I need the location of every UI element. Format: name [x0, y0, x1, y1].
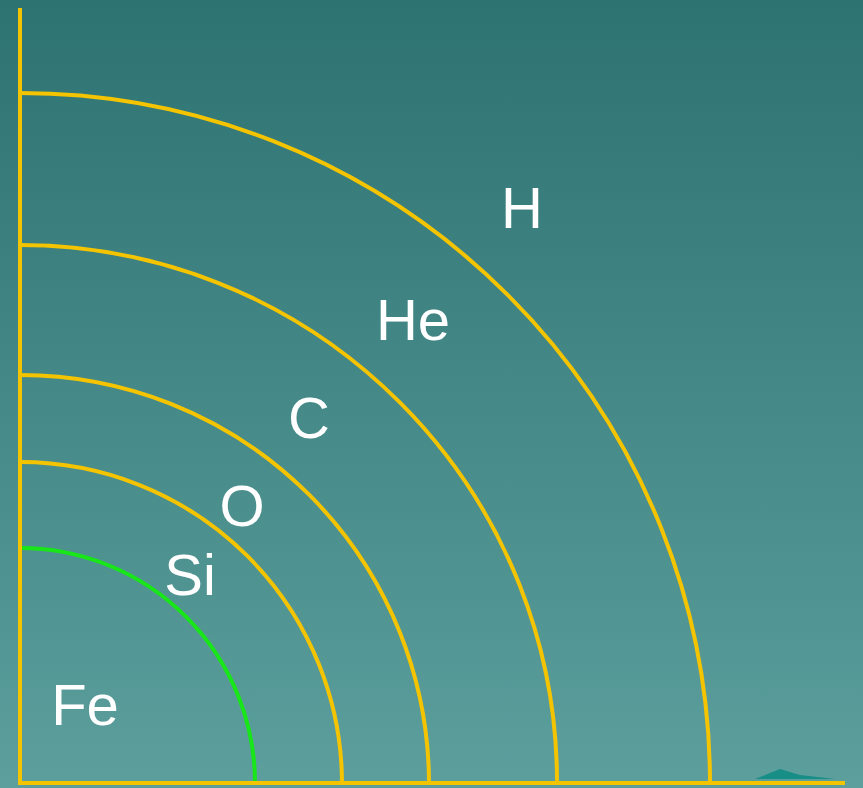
helium-shell-boundary — [20, 245, 557, 783]
shell-label: O — [219, 477, 264, 535]
hydrogen-shell-boundary — [20, 93, 710, 783]
core-label: Fe — [51, 676, 119, 734]
shell-label: Si — [164, 546, 216, 604]
carbon-shell-boundary — [20, 375, 429, 783]
shell-label: He — [376, 291, 450, 349]
horizontal-axis — [18, 781, 845, 785]
shell-boundaries — [20, 93, 710, 783]
shell-label: C — [288, 389, 330, 447]
corner-ornament — [755, 769, 835, 779]
iron-core-boundary — [20, 548, 255, 783]
shell-label: H — [501, 179, 543, 237]
vertical-axis — [18, 8, 22, 785]
oxygen-shell-boundary — [20, 462, 342, 783]
